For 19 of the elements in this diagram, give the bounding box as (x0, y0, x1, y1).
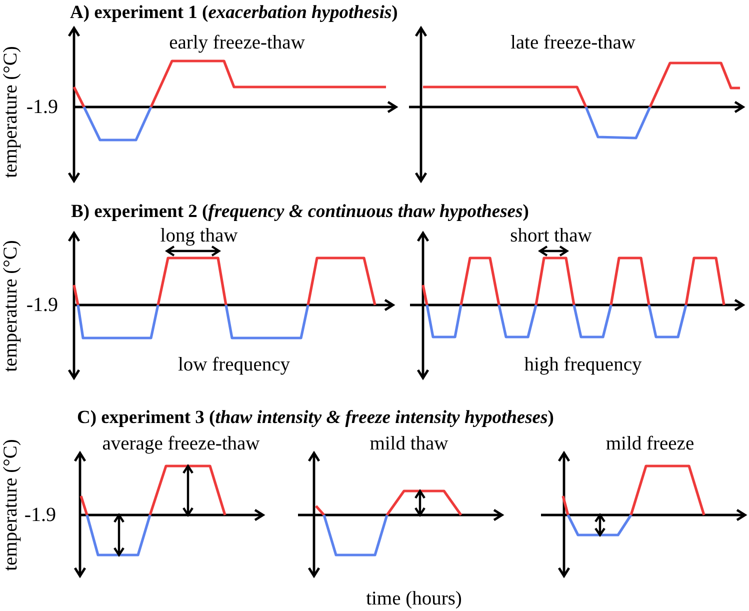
chart-label: average freeze-thaw (102, 433, 260, 455)
panel-title: A) experiment 1 (exacerbation hypothesis) (70, 2, 398, 24)
chart-label: mild thaw (370, 433, 448, 455)
axis-title: temperature (°C) (0, 240, 22, 372)
dimension-label: long thaw (160, 225, 238, 247)
tick-label: -1.9 (26, 96, 58, 118)
tick-label: -1.9 (24, 504, 56, 526)
dimension-label: short thaw (510, 225, 592, 247)
chart-label: mild freeze (606, 433, 694, 455)
axis-title: temperature (°C) (0, 46, 22, 178)
axis-title: time (hours) (366, 588, 462, 610)
chart-label: early freeze-thaw (169, 32, 305, 54)
panel-title: B) experiment 2 (frequency & continuous thaw hypotheses) (71, 202, 529, 222)
chart-label: late freeze-thaw (510, 32, 636, 54)
axis-title: temperature (°C) (0, 439, 22, 571)
panel-title: C) experiment 3 (thaw intensity & freeze intensity hypotheses) (77, 408, 554, 428)
chart-label: low frequency (178, 354, 290, 376)
tick-label: -1.9 (26, 294, 58, 316)
chart-label: high frequency (524, 354, 642, 376)
